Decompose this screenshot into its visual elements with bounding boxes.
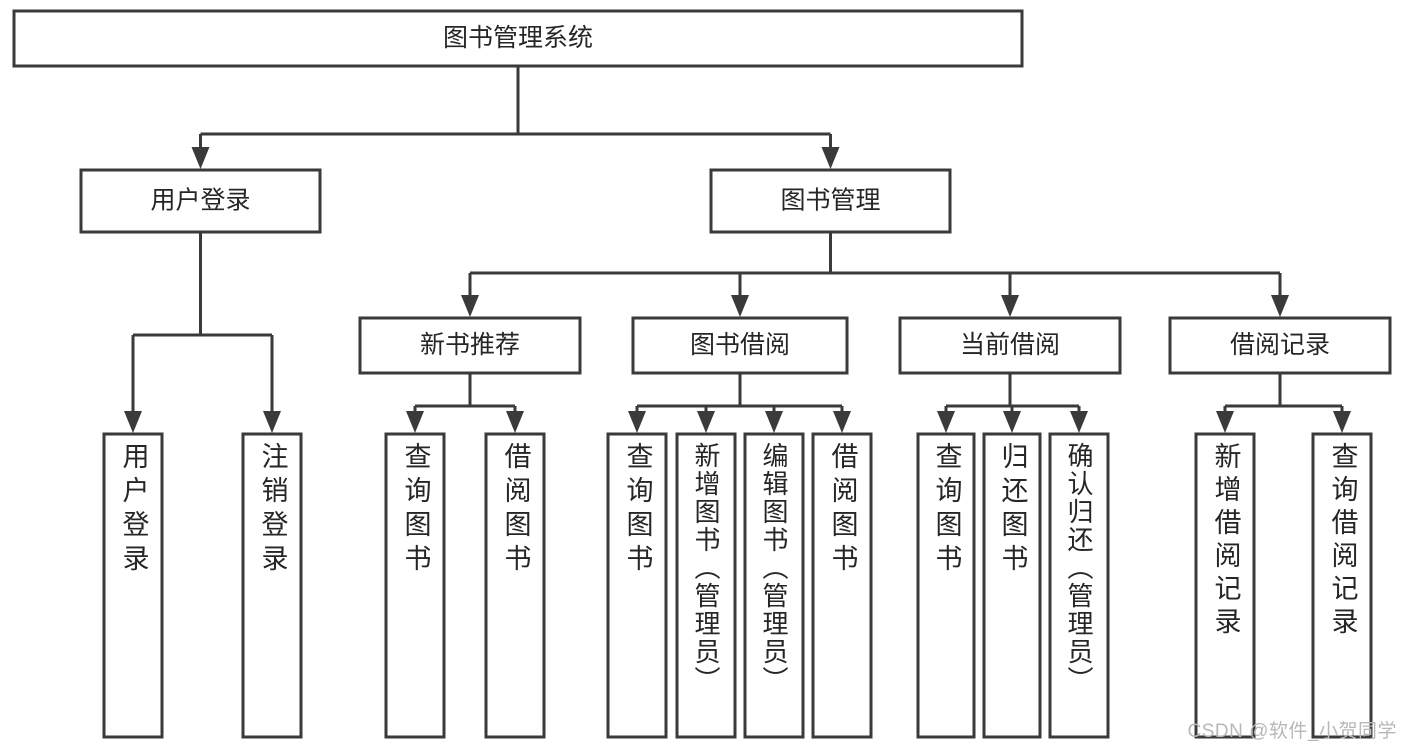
- arrow-head-icon: [461, 295, 479, 317]
- node-box-cb-confirm-return[interactable]: [1048, 432, 1110, 739]
- node-label-current-borrow: 当前借阅: [960, 331, 1060, 359]
- arrow-head-icon: [406, 411, 424, 433]
- arrow-head-icon: [937, 411, 955, 433]
- node-box-user-login[interactable]: [79, 168, 322, 234]
- arrow-head-icon: [1216, 411, 1234, 433]
- node-box-book-borrow[interactable]: [631, 316, 849, 375]
- arrow-head-icon: [1070, 411, 1088, 433]
- node-box-bb-edit-book[interactable]: [743, 432, 805, 739]
- arrow-head-icon: [765, 411, 783, 433]
- node-label-book-borrow: 图书借阅: [690, 331, 790, 359]
- watermark-text: CSDN @软件_小贺同学: [1187, 721, 1397, 742]
- node-box-user-login-do[interactable]: [102, 432, 164, 739]
- node-label-root: 图书管理系统: [443, 24, 593, 52]
- arrow-head-icon: [628, 411, 646, 433]
- arrow-head-icon: [697, 411, 715, 433]
- node-box-user-logout[interactable]: [241, 432, 303, 739]
- node-label-book-manage: 图书管理: [780, 187, 880, 215]
- node-box-bb-borrow-book[interactable]: [811, 432, 873, 739]
- node-box-bb-add-book[interactable]: [675, 432, 737, 739]
- arrow-head-icon: [833, 411, 851, 433]
- arrow-head-icon: [731, 295, 749, 317]
- node-box-cb-query-book[interactable]: [916, 432, 976, 739]
- arrow-head-icon: [124, 411, 142, 433]
- node-box-borrow-record[interactable]: [1168, 316, 1392, 375]
- node-box-br-add-record[interactable]: [1194, 432, 1256, 739]
- arrow-head-icon: [263, 411, 281, 433]
- arrow-head-icon: [191, 147, 210, 169]
- node-label-borrow-record: 借阅记录: [1230, 331, 1330, 359]
- node-box-br-query-record[interactable]: [1311, 432, 1373, 739]
- node-box-root[interactable]: [12, 9, 1024, 68]
- boxes-layer: [12, 9, 1392, 739]
- arrow-head-icon: [1333, 411, 1351, 433]
- arrow-head-icon: [506, 411, 524, 433]
- node-box-nbr-query-book[interactable]: [384, 432, 446, 739]
- node-label-new-book-recommend: 新书推荐: [420, 331, 520, 359]
- node-box-current-borrow[interactable]: [898, 316, 1122, 375]
- node-box-book-manage[interactable]: [709, 168, 952, 234]
- node-box-nbr-borrow-book[interactable]: [484, 432, 546, 739]
- arrow-head-icon: [821, 147, 840, 169]
- connectors-layer: [124, 66, 1351, 433]
- arrow-head-icon: [1001, 295, 1019, 317]
- arrow-head-icon: [1271, 295, 1289, 317]
- node-label-user-login: 用户登录: [150, 187, 250, 215]
- node-box-cb-return-book[interactable]: [982, 432, 1042, 739]
- node-box-new-book-recommend[interactable]: [358, 316, 582, 375]
- node-box-bb-query-book[interactable]: [606, 432, 668, 739]
- arrow-head-icon: [1003, 411, 1021, 433]
